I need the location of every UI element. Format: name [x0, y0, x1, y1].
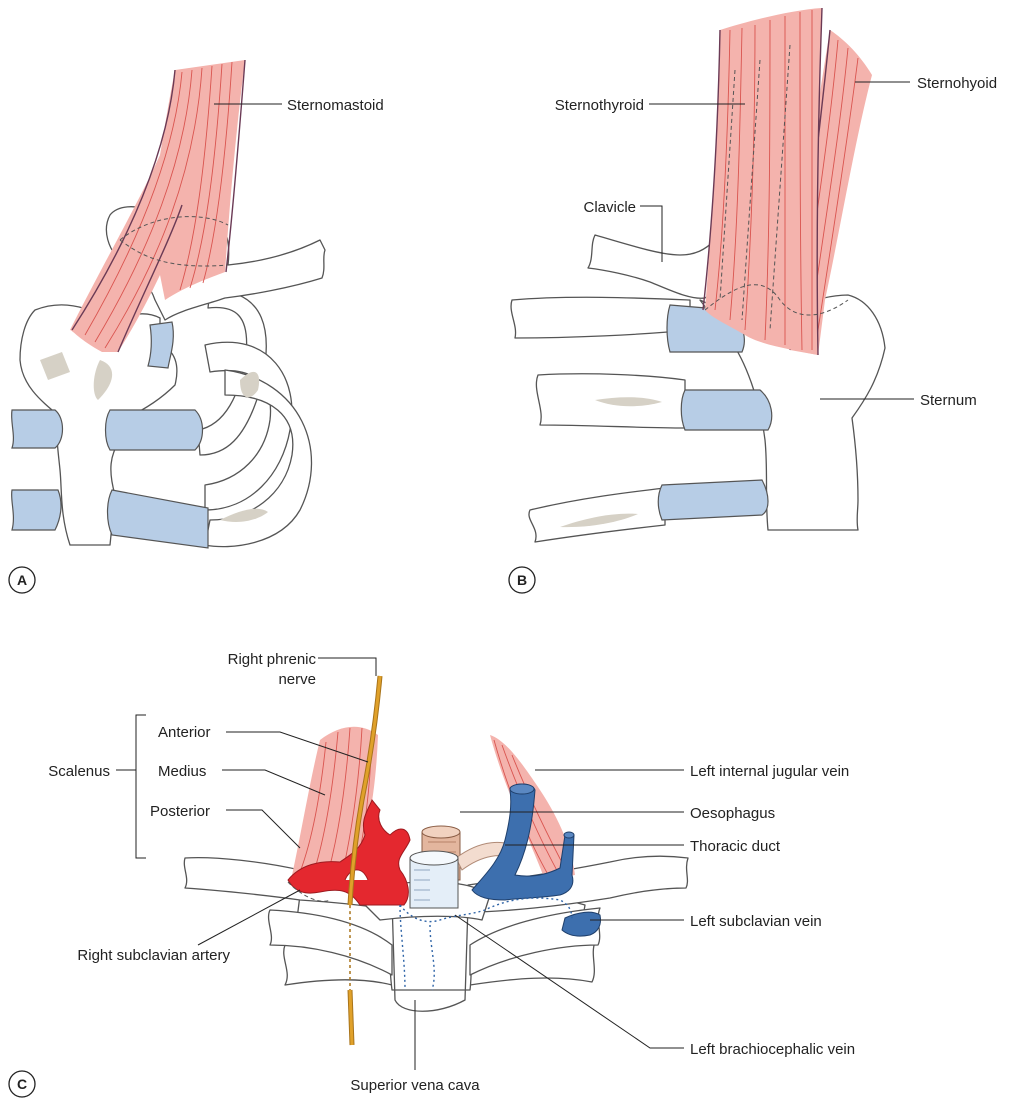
label-scalenus: Scalenus [48, 763, 110, 780]
panel-c-oesophagus-top [422, 826, 460, 838]
panel-a-cartilage-4 [12, 490, 61, 530]
panel-c-phrenic-nerve-lower [350, 990, 352, 1045]
panel-b-rib-3 [529, 488, 665, 542]
label-sternothyroid: Sternothyroid [555, 97, 644, 114]
panel-b-badge: B [509, 567, 535, 593]
panel-a-badge: A [9, 567, 35, 593]
label-sternum: Sternum [920, 392, 977, 409]
label-medius: Medius [158, 763, 206, 780]
panel-c-phrenic-leader [318, 658, 376, 676]
panel-b: Sternothyroid Sternohyoid Clavicle Stern… [509, 8, 997, 593]
label-sternomastoid: Sternomastoid [287, 97, 384, 114]
svg-text:A: A [17, 572, 27, 588]
panel-c-svc-dotted-right [430, 925, 434, 990]
svg-text:C: C [17, 1076, 27, 1092]
panel-b-sternothyroid-muscle [705, 8, 822, 355]
panel-a-cartilage-2 [12, 410, 63, 448]
panel-b-rib-1 [511, 297, 690, 338]
panel-c-posterior-leader [226, 810, 300, 848]
label-left-brachiocephalic-vein: Left brachiocephalic vein [690, 1041, 855, 1058]
label-left-subclavian-vein: Left subclavian vein [690, 913, 822, 930]
panel-c-badge: C [9, 1071, 35, 1097]
label-left-internal-jugular-vein: Left internal jugular vein [690, 763, 849, 780]
label-clavicle: Clavicle [583, 199, 636, 216]
label-right-phrenic-2: nerve [278, 671, 316, 688]
panel-a-cartilage-3 [106, 410, 203, 450]
label-right-phrenic-1: Right phrenic [228, 651, 317, 668]
panel-b-cartilage-3 [658, 480, 768, 520]
panel-c-ext-jugular-top [564, 832, 574, 838]
svg-text:B: B [517, 572, 527, 588]
panel-a-cartilage-1 [148, 322, 173, 368]
label-sternohyoid: Sternohyoid [917, 75, 997, 92]
panel-a-cartilage-5 [108, 490, 209, 548]
label-thoracic-duct: Thoracic duct [690, 838, 781, 855]
label-oesophagus: Oesophagus [690, 805, 775, 822]
panel-c-jugular-top [510, 784, 534, 794]
panel-a: Sternomastoid A [9, 60, 384, 593]
panel-c-trachea-top [410, 851, 458, 865]
label-superior-vena-cava: Superior vena cava [350, 1077, 480, 1094]
panel-c: Right phrenic nerve Scalenus Anterior Me… [9, 651, 855, 1097]
panel-b-cartilage-2 [681, 390, 771, 430]
panel-c-scalenus-bracket [136, 715, 146, 858]
label-posterior: Posterior [150, 803, 210, 820]
label-right-subclavian-artery: Right subclavian artery [77, 947, 230, 964]
label-anterior: Anterior [158, 724, 211, 741]
